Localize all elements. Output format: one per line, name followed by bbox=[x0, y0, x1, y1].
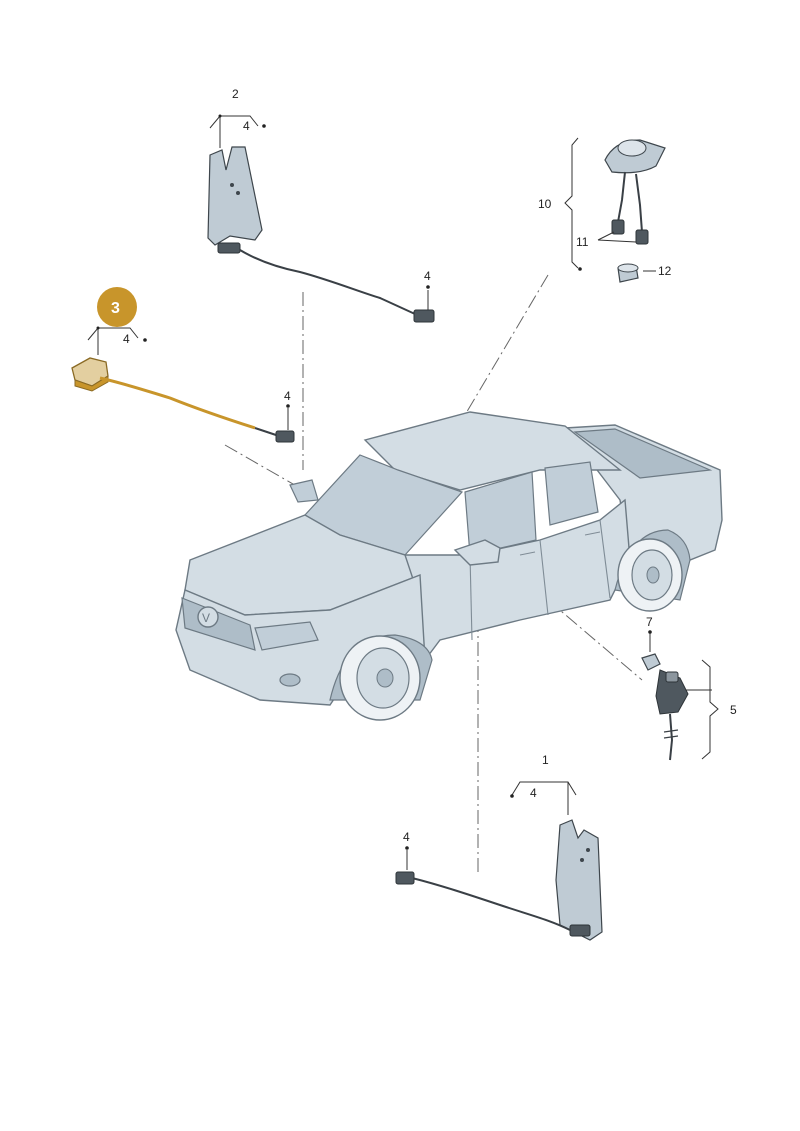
label-part-5: 5 bbox=[730, 703, 737, 717]
connector-part-5 bbox=[641, 653, 689, 761]
label-part-4-a: 4 bbox=[243, 119, 250, 133]
antenna-amplifier-part-2 bbox=[207, 146, 435, 323]
label-part-10: 10 bbox=[538, 197, 552, 211]
label-part-4-b: 4 bbox=[123, 332, 130, 346]
label-part-4-d: 4 bbox=[284, 389, 291, 403]
label-part-1: 1 bbox=[542, 753, 549, 767]
callout-leaders bbox=[87, 114, 719, 870]
label-part-7: 7 bbox=[646, 615, 653, 629]
label-part-4-c: 4 bbox=[424, 269, 431, 283]
label-part-2: 2 bbox=[232, 87, 239, 101]
antenna-amplifier-part-1 bbox=[395, 819, 603, 941]
label-part-11: 11 bbox=[576, 235, 589, 249]
highlighted-callout-3: 3 bbox=[97, 287, 137, 327]
label-part-4-e: 4 bbox=[530, 786, 537, 800]
label-part-12: 12 bbox=[658, 264, 672, 278]
antenna-part-3-highlighted bbox=[71, 357, 295, 443]
label-part-4-f: 4 bbox=[403, 830, 410, 844]
pickup-truck-illustration: V bbox=[175, 411, 723, 721]
label-part-3: 3 bbox=[111, 300, 120, 317]
roof-antenna-part-10 bbox=[604, 139, 666, 283]
part-labels: 2 4 3 4 4 4 10 11 12 7 5 1 4 4 bbox=[97, 87, 737, 844]
svg-text:V: V bbox=[202, 611, 210, 625]
